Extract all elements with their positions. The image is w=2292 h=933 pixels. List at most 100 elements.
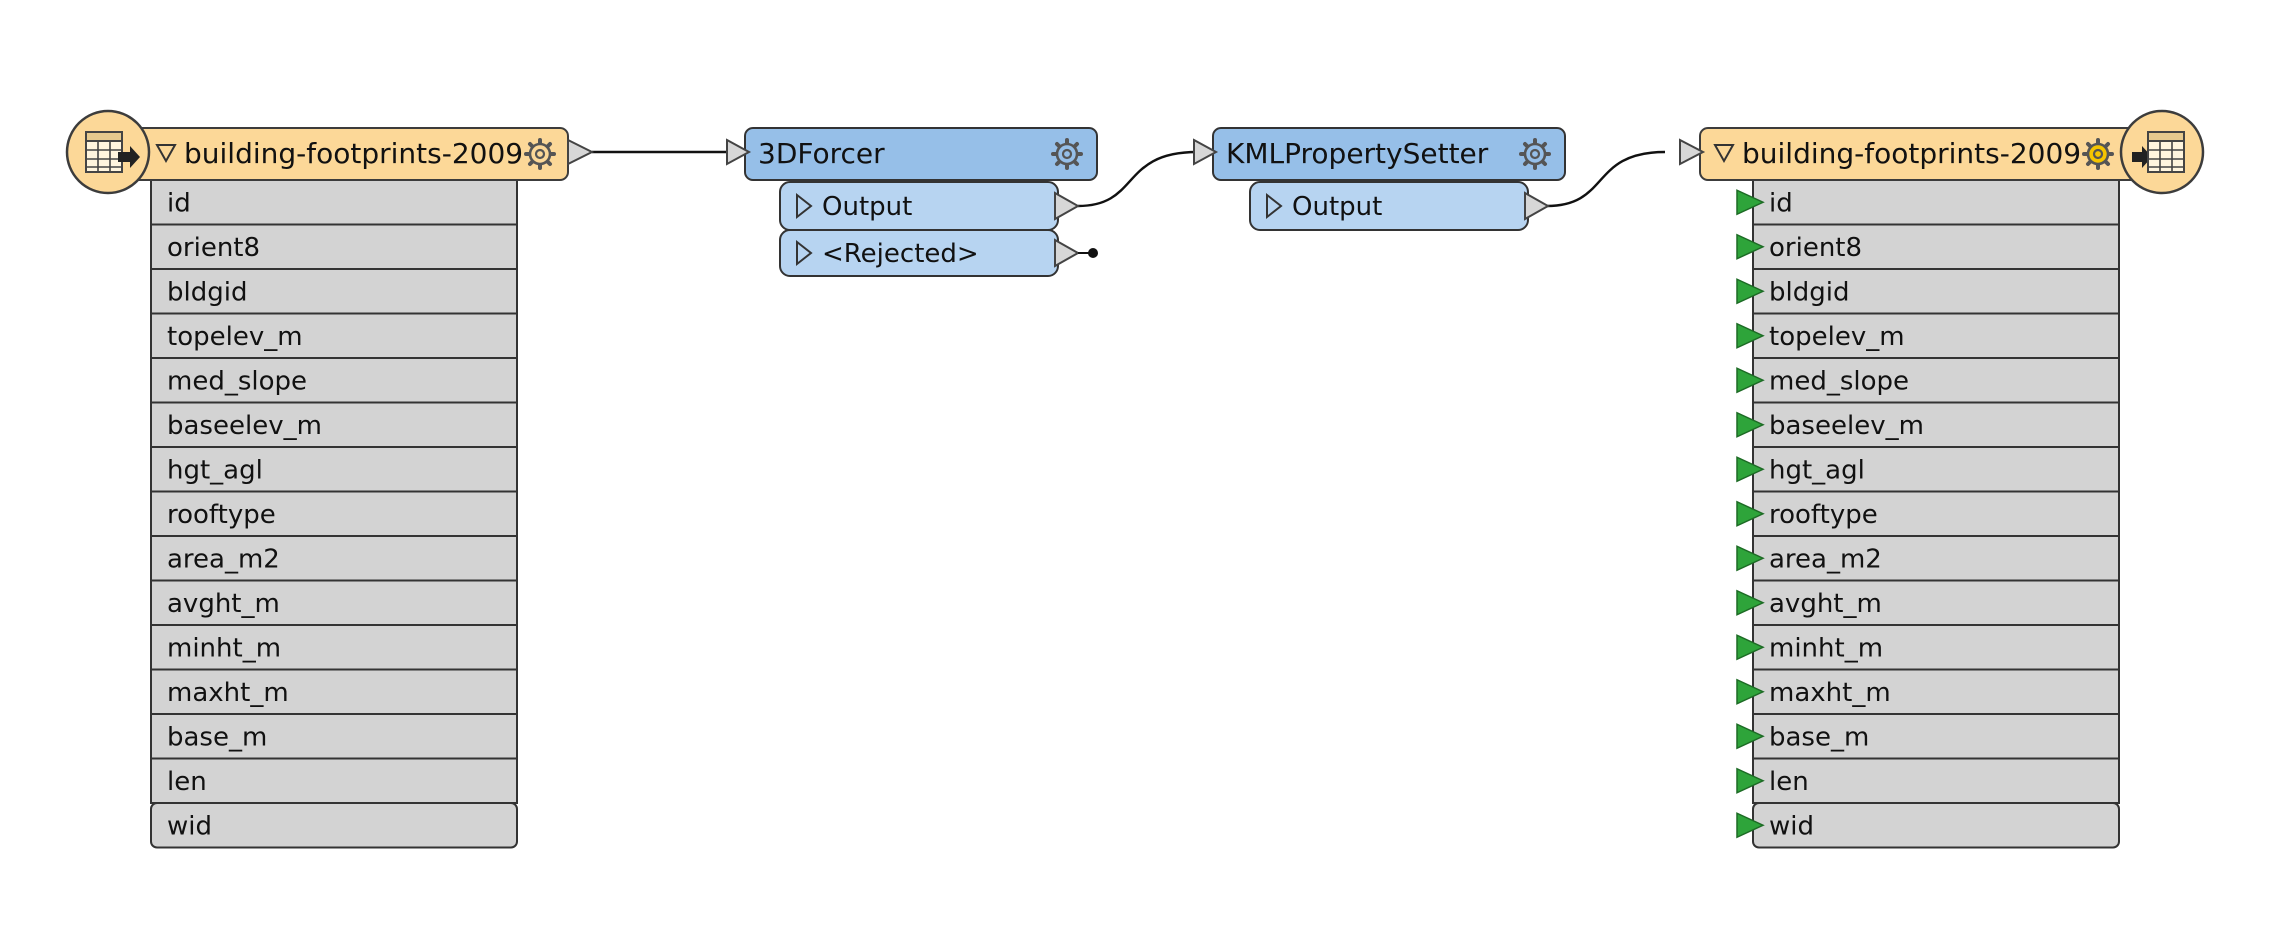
reader-attribute-row[interactable]: topelev_m — [150, 312, 518, 359]
attribute-cell[interactable] — [150, 268, 518, 315]
writer-attribute-row[interactable]: orient8 — [1736, 223, 2120, 270]
attribute-cell[interactable] — [1752, 223, 2120, 270]
attribute-input-port-icon[interactable] — [1736, 278, 1765, 305]
attribute-input-port-icon[interactable] — [1736, 767, 1765, 794]
attribute-input-port-icon[interactable] — [1736, 723, 1765, 750]
writer-attribute-row[interactable]: rooftype — [1736, 490, 2120, 537]
attribute-cell[interactable] — [1752, 401, 2120, 448]
attribute-cell[interactable] — [150, 713, 518, 760]
reader-attribute-row[interactable]: avght_m — [150, 579, 518, 626]
attribute-cell[interactable] — [150, 535, 518, 582]
attribute-cell[interactable] — [1752, 579, 2120, 626]
attribute-cell[interactable] — [1752, 357, 2120, 404]
attribute-label: baseelev_m — [167, 411, 322, 441]
attribute-label: med_slope — [1769, 366, 1909, 396]
attribute-cell[interactable] — [1752, 535, 2120, 582]
reader-attribute-row[interactable]: hgt_agl — [150, 446, 518, 493]
reader-attribute-row[interactable]: bldgid — [150, 268, 518, 315]
attribute-cell[interactable] — [1752, 668, 2120, 715]
writer-attribute-row[interactable]: base_m — [1736, 713, 2120, 760]
attribute-input-port-icon[interactable] — [1736, 634, 1765, 661]
writer-attribute-row[interactable]: len — [1736, 757, 2120, 804]
output-port-triangle[interactable] — [1054, 191, 1081, 221]
attribute-cell[interactable] — [150, 579, 518, 626]
attribute-input-port-icon[interactable] — [1736, 411, 1765, 438]
reader-attribute-row[interactable]: med_slope — [150, 357, 518, 404]
attribute-input-port-icon[interactable] — [1736, 322, 1765, 349]
reader-attribute-row[interactable]: baseelev_m — [150, 401, 518, 448]
input-port-triangle[interactable] — [1193, 138, 1219, 166]
reader-feature-type[interactable]: idorient8bldgidtopelev_mmed_slopebaseele… — [65, 109, 595, 849]
attribute-input-port-icon[interactable] — [1736, 233, 1765, 260]
attribute-input-port-icon[interactable] — [1736, 367, 1765, 394]
attribute-cell[interactable] — [150, 312, 518, 359]
gear-sun-icon[interactable] — [2082, 138, 2114, 170]
writer-attribute-row[interactable]: topelev_m — [1736, 312, 2120, 359]
attribute-input-port-icon[interactable] — [1736, 589, 1765, 616]
transformer-kmlpropertysetter[interactable]: Output KMLPropertySetter — [1193, 127, 1566, 231]
attribute-label: area_m2 — [167, 544, 280, 574]
attribute-input-port-icon[interactable] — [1736, 500, 1765, 527]
writer-attribute-row[interactable]: bldgid — [1736, 268, 2120, 315]
writer-attribute-row[interactable]: maxht_m — [1736, 668, 2120, 715]
attribute-cell[interactable] — [1752, 624, 2120, 671]
attribute-cell[interactable] — [150, 223, 518, 270]
writer-name: building-footprints-2009 — [1742, 137, 2081, 170]
writer-attribute-row[interactable]: area_m2 — [1736, 535, 2120, 582]
attribute-cell[interactable] — [150, 802, 518, 849]
reader-name: building-footprints-2009 — [184, 137, 523, 170]
attribute-cell[interactable] — [150, 757, 518, 804]
connection-lines — [592, 150, 1666, 208]
attribute-label: topelev_m — [1769, 322, 1905, 352]
attribute-input-port-icon[interactable] — [1736, 456, 1765, 483]
transformer-name: KMLPropertySetter — [1226, 137, 1489, 170]
reader-attribute-row[interactable]: len — [150, 757, 518, 804]
attribute-cell[interactable] — [1752, 179, 2120, 226]
writer-attribute-row[interactable]: wid — [1736, 802, 2120, 849]
port-expand-icon[interactable] — [796, 239, 813, 267]
attribute-cell[interactable] — [1752, 268, 2120, 315]
attribute-cell[interactable] — [1752, 312, 2120, 359]
reader-attribute-list: idorient8bldgidtopelev_mmed_slopebaseele… — [150, 179, 518, 849]
attribute-cell[interactable] — [150, 490, 518, 537]
reader-attribute-row[interactable]: rooftype — [150, 490, 518, 537]
port-expand-icon[interactable] — [796, 192, 813, 220]
transformer-3dforcer[interactable]: Output <Rejected> 3DForcer — [726, 127, 1098, 277]
reader-attribute-row[interactable]: area_m2 — [150, 535, 518, 582]
writer-attribute-row[interactable]: minht_m — [1736, 624, 2120, 671]
reader-attribute-row[interactable]: orient8 — [150, 223, 518, 270]
attribute-cell[interactable] — [150, 624, 518, 671]
attribute-cell[interactable] — [150, 179, 518, 226]
writer-attribute-row[interactable]: baseelev_m — [1736, 401, 2120, 448]
attribute-input-port-icon[interactable] — [1736, 678, 1765, 705]
writer-attribute-row[interactable]: med_slope — [1736, 357, 2120, 404]
attribute-label: minht_m — [1769, 633, 1883, 663]
output-port-triangle[interactable] — [1524, 191, 1551, 221]
writer-attribute-row[interactable]: avght_m — [1736, 579, 2120, 626]
connection-3dforcer-to-kmlpropertysetter[interactable] — [1077, 150, 1198, 208]
writer-input-port[interactable] — [1679, 138, 1706, 166]
reader-output-port[interactable] — [567, 138, 595, 166]
attribute-input-port-icon[interactable] — [1736, 812, 1765, 839]
table-arrow-icon — [85, 131, 140, 173]
reader-attribute-row[interactable]: minht_m — [150, 624, 518, 671]
writer-attribute-row[interactable]: id — [1736, 179, 2120, 226]
port-expand-icon[interactable] — [1266, 192, 1283, 220]
attribute-cell[interactable] — [1752, 446, 2120, 493]
writer-attribute-row[interactable]: hgt_agl — [1736, 446, 2120, 493]
reader-attribute-row[interactable]: wid — [150, 802, 518, 849]
writer-expand-icon[interactable] — [1713, 144, 1735, 164]
reader-attribute-row[interactable]: id — [150, 179, 518, 226]
reader-expand-icon[interactable] — [155, 144, 177, 164]
input-port-triangle[interactable] — [726, 138, 752, 166]
attribute-input-port-icon[interactable] — [1736, 189, 1765, 216]
reader-attribute-row[interactable]: base_m — [150, 713, 518, 760]
rejected-port-triangle[interactable] — [1054, 238, 1081, 268]
connection-kmlpropertysetter-to-writer[interactable] — [1546, 150, 1666, 208]
attribute-label: bldgid — [1769, 277, 1849, 307]
attribute-input-port-icon[interactable] — [1736, 545, 1765, 572]
reader-attribute-row[interactable]: maxht_m — [150, 668, 518, 715]
